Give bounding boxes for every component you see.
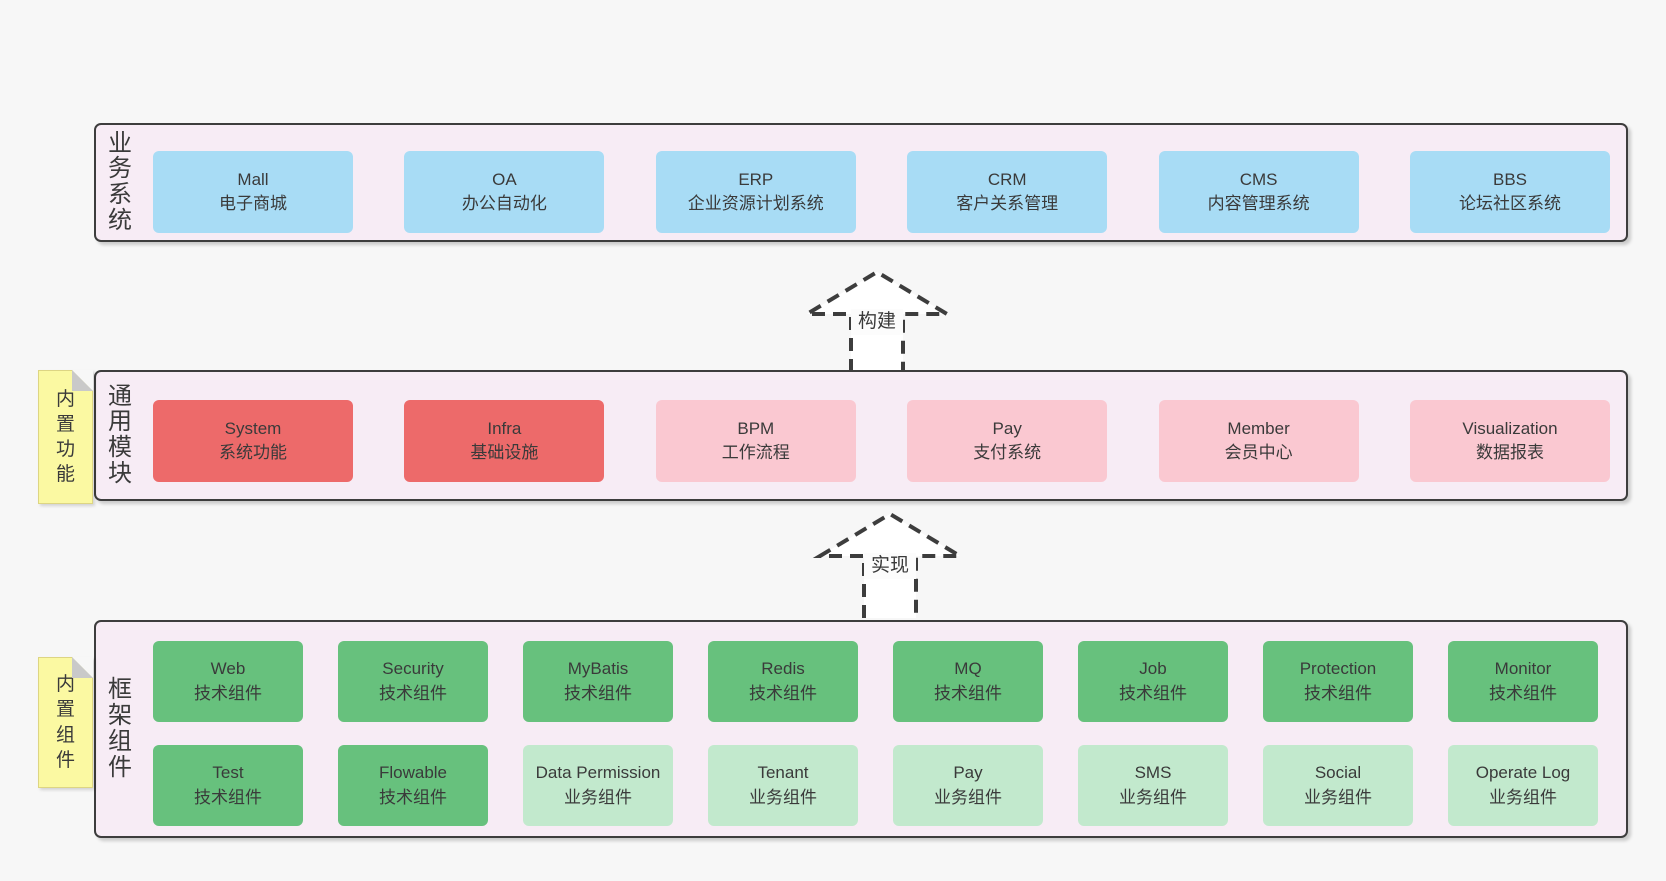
box-infra: Infra 基础设施 <box>404 400 605 482</box>
box-bbs: BBS 论坛社区系统 <box>1410 151 1610 233</box>
band-common-modules: 通用模块 System 系统功能 Infra 基础设施 BPM 工作流程 Pay 支付系统 Me… <box>94 370 1628 501</box>
box-redis: Redis 技术组件 <box>708 641 858 722</box>
box-oa: OA 办公自动化 <box>404 151 605 233</box>
box-title: Tenant <box>757 763 809 783</box>
box-title: Monitor <box>1494 659 1552 679</box>
box-subtitle: 技术组件 <box>1489 683 1557 703</box>
box-title: CMS <box>1239 169 1278 189</box>
box-title: Infra <box>487 418 522 438</box>
box-subtitle: 技术组件 <box>564 683 632 703</box>
box-subtitle: 会员中心 <box>1224 443 1293 462</box>
box-mq: MQ 技术组件 <box>893 641 1043 722</box>
box-subtitle: 业务组件 <box>749 787 817 807</box>
box-title: Data Permission <box>535 763 661 783</box>
folded-corner-icon <box>72 370 93 391</box>
box-title: Pay <box>953 763 983 783</box>
box-sms: SMS 业务组件 <box>1078 745 1228 826</box>
box-member: Member 会员中心 <box>1158 400 1359 482</box>
box-subtitle: 技术组件 <box>379 787 447 807</box>
box-title: MyBatis <box>567 659 629 679</box>
box-title: System <box>224 418 282 438</box>
box-subtitle: 业务组件 <box>564 787 632 807</box>
band-label-business-systems: 业务系统 <box>108 129 132 235</box>
box-flowable: Flowable 技术组件 <box>338 745 488 826</box>
box-mall: Mall 电子商城 <box>153 151 353 233</box>
box-subtitle: 系统功能 <box>219 443 287 462</box>
box-security: Security 技术组件 <box>338 641 488 722</box>
box-title: Redis <box>761 659 805 679</box>
box-title: MQ <box>954 659 982 679</box>
box-title: BBS <box>1492 169 1528 189</box>
arrow-label-build: 构建 <box>851 309 903 335</box>
box-visualization: Visualization 数据报表 <box>1410 400 1610 482</box>
box-pay: Pay 支付系统 <box>907 400 1108 482</box>
box-title: Flowable <box>378 763 448 783</box>
box-title: CRM <box>987 169 1027 189</box>
box-cms: CMS 内容管理系统 <box>1158 151 1359 233</box>
box-title: Mall <box>237 169 269 189</box>
box-operate-log: Operate Log 业务组件 <box>1448 745 1598 826</box>
box-title: Protection <box>1299 659 1377 679</box>
box-title: SMS <box>1134 763 1172 783</box>
box-title: ERP <box>738 169 774 189</box>
box-subtitle: 技术组件 <box>1119 683 1187 703</box>
box-title: OA <box>492 169 517 189</box>
box-test: Test 技术组件 <box>153 745 303 826</box>
band-label-framework-components: 框架组件 <box>108 676 132 781</box>
box-title: Test <box>212 763 244 783</box>
box-subtitle: 业务组件 <box>1119 787 1187 807</box>
sticky-note-text: 内置功能 <box>55 388 75 486</box>
box-subtitle: 工作流程 <box>721 443 790 462</box>
box-social: Social 业务组件 <box>1263 745 1413 826</box>
box-subtitle: 业务组件 <box>1489 787 1557 807</box>
box-data-permission: Data Permission 业务组件 <box>523 745 673 826</box>
box-subtitle: 基础设施 <box>470 443 539 462</box>
box-title: Operate Log <box>1475 763 1571 783</box>
box-title: Member <box>1227 418 1290 438</box>
band-label-common-modules: 通用模块 <box>108 382 132 488</box>
box-subtitle: 技术组件 <box>749 683 817 703</box>
box-protection: Protection 技术组件 <box>1263 641 1413 722</box>
arrow-label-implement: 实现 <box>864 553 916 579</box>
box-subtitle: 电子商城 <box>219 194 287 213</box>
box-subtitle: 技术组件 <box>379 683 447 703</box>
folded-corner-icon <box>72 657 93 678</box>
box-title: BPM <box>737 418 775 438</box>
box-subtitle: 业务组件 <box>934 787 1002 807</box>
box-crm: CRM 客户关系管理 <box>907 151 1108 233</box>
box-job: Job 技术组件 <box>1078 641 1228 722</box>
box-title: Pay <box>992 418 1022 438</box>
box-subtitle: 办公自动化 <box>461 194 547 213</box>
box-mybatis: MyBatis 技术组件 <box>523 641 673 722</box>
box-pay: Pay 业务组件 <box>893 745 1043 826</box>
box-subtitle: 支付系统 <box>973 443 1042 462</box>
sticky-note-builtin-features: 内置功能 <box>38 370 93 504</box>
box-title: Job <box>1139 659 1167 679</box>
box-monitor: Monitor 技术组件 <box>1448 641 1598 722</box>
box-subtitle: 技术组件 <box>934 683 1002 703</box>
box-title: Social <box>1314 763 1362 783</box>
box-erp: ERP 企业资源计划系统 <box>655 151 856 233</box>
box-subtitle: 数据报表 <box>1476 443 1544 462</box>
box-subtitle: 业务组件 <box>1304 787 1372 807</box>
box-subtitle: 技术组件 <box>194 787 262 807</box>
sticky-note-text: 内置组件 <box>55 674 75 771</box>
sticky-note-builtin-components: 内置组件 <box>38 657 93 788</box>
box-subtitle: 技术组件 <box>194 683 262 703</box>
box-subtitle: 技术组件 <box>1304 683 1372 703</box>
box-title: Web <box>210 659 246 679</box>
box-bpm: BPM 工作流程 <box>655 400 856 482</box>
box-web: Web 技术组件 <box>153 641 303 722</box>
box-system: System 系统功能 <box>153 400 353 482</box>
box-subtitle: 内容管理系统 <box>1207 194 1310 213</box>
box-subtitle: 客户关系管理 <box>956 194 1059 213</box>
band-business-systems: 业务系统 Mall 电子商城 OA 办公自动化 ERP 企业资源计划系统 CRM 客户关系管理… <box>94 123 1628 242</box>
box-subtitle: 论坛社区系统 <box>1459 194 1561 213</box>
box-title: Security <box>382 659 444 679</box>
box-title: Visualization <box>1462 418 1558 438</box>
box-tenant: Tenant 业务组件 <box>708 745 858 826</box>
box-subtitle: 企业资源计划系统 <box>687 194 824 213</box>
